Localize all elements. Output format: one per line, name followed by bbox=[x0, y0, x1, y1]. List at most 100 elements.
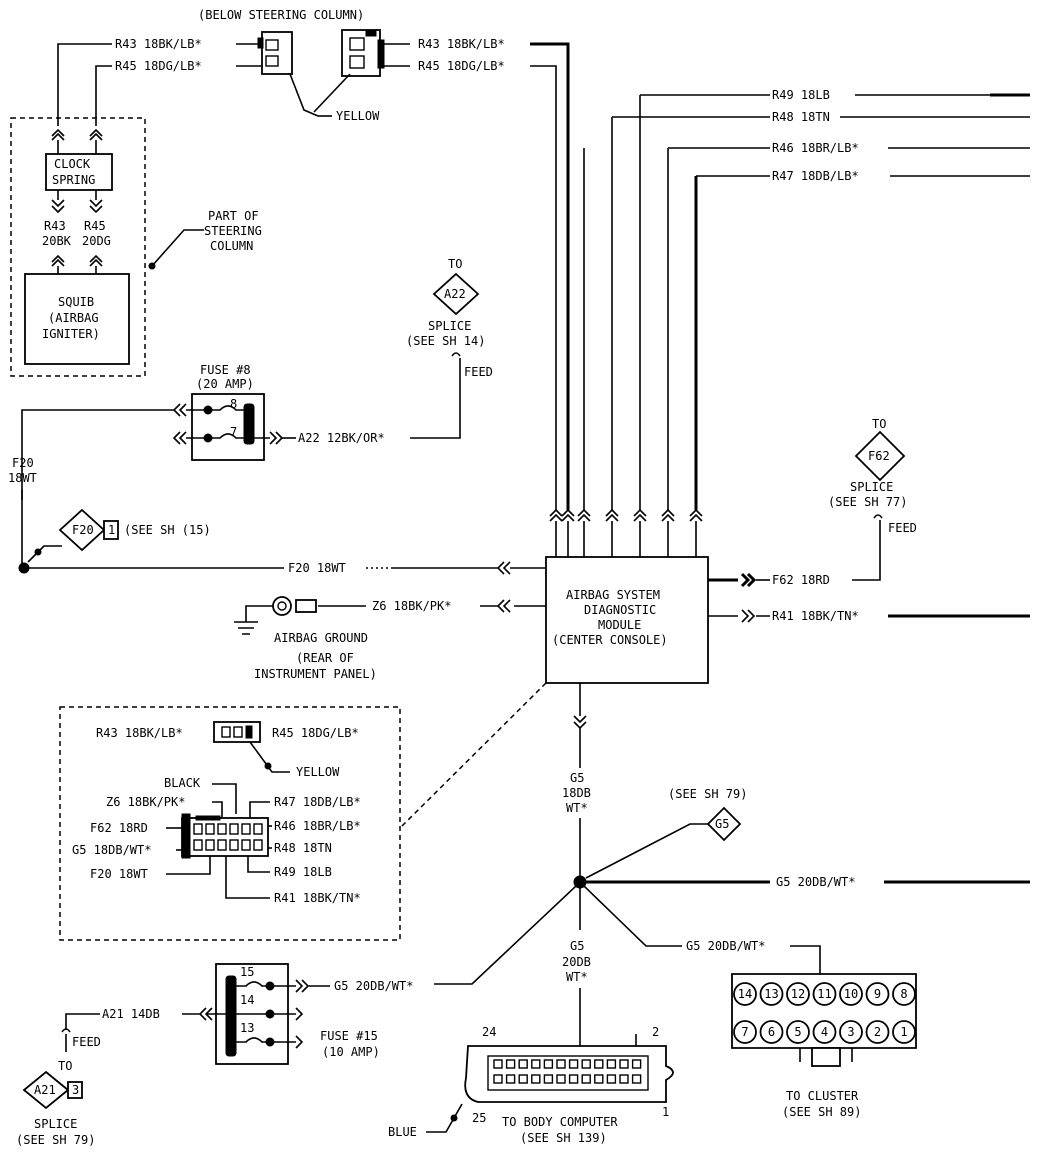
r45-20dg-a: R45 bbox=[84, 219, 106, 233]
squib-line2: (AIRBAG bbox=[48, 311, 99, 325]
bc-label-1: TO BODY COMPUTER bbox=[502, 1115, 618, 1129]
f20-vert-label-2: 18WT bbox=[8, 471, 37, 485]
body-computer-cavity bbox=[619, 1059, 629, 1069]
detail-right-r48: R48 18TN bbox=[274, 841, 332, 855]
body-computer-cavity bbox=[505, 1074, 516, 1084]
r43-20bk-a: R43 bbox=[44, 219, 66, 233]
cluster-pin bbox=[759, 982, 784, 1006]
ground-terminal bbox=[295, 599, 317, 613]
wire-label-r43-left: R43 18BK/LB* bbox=[115, 37, 202, 51]
f20-vert-label-1: F20 bbox=[12, 456, 34, 470]
detail-main-connector bbox=[181, 813, 269, 859]
splice-f62-wire: F62 18RD bbox=[772, 573, 830, 587]
bc-pin-2: 2 bbox=[652, 1025, 659, 1039]
r45-20dg-b: 20DG bbox=[82, 234, 111, 248]
cluster-pin-number: 12 bbox=[791, 987, 805, 1001]
body-computer-cavity bbox=[631, 1059, 642, 1069]
cluster-pin bbox=[839, 1020, 863, 1044]
body-computer-cavity bbox=[568, 1074, 579, 1084]
splice-f62-line1: SPLICE bbox=[850, 480, 893, 494]
splice-a21-line1: SPLICE bbox=[34, 1117, 77, 1131]
splice-a21-id: A21 bbox=[34, 1083, 56, 1097]
cluster-label-2: (SEE SH 89) bbox=[782, 1105, 861, 1119]
cluster-pin bbox=[759, 1020, 784, 1044]
body-computer-cavity bbox=[556, 1074, 566, 1084]
clock-spring-line1: CLOCK bbox=[54, 157, 91, 171]
body-computer-cavity bbox=[594, 1074, 604, 1084]
ground-location-2: INSTRUMENT PANEL) bbox=[254, 667, 377, 681]
splice-a21-to: TO bbox=[58, 1059, 72, 1073]
ground-wire-label: Z6 18BK/PK* bbox=[372, 599, 451, 613]
splice-a21-num: 3 bbox=[72, 1083, 79, 1097]
part-of-label-3: COLUMN bbox=[210, 239, 253, 253]
part-of-label-2: STEERING bbox=[204, 224, 262, 238]
detail-r45: R45 18DG/LB* bbox=[272, 726, 359, 740]
splice-a22-to: TO bbox=[448, 257, 462, 271]
detail-right-r47: R47 18DB/LB* bbox=[274, 795, 361, 809]
module-line4: (CENTER CONSOLE) bbox=[552, 633, 668, 647]
splice-f62-to: TO bbox=[872, 417, 886, 431]
wire-label-r45-left: R45 18DG/LB* bbox=[115, 59, 202, 73]
body-computer-cavity bbox=[543, 1059, 554, 1069]
g5-center-3: WT* bbox=[566, 970, 588, 984]
detail-left-z6: Z6 18BK/PK* bbox=[106, 795, 185, 809]
splice-a22-tag bbox=[432, 272, 480, 316]
cluster-pin bbox=[733, 982, 757, 1006]
body-computer-cavity bbox=[556, 1059, 566, 1069]
detail-left-f62: F62 18RD bbox=[90, 821, 148, 835]
f20-tag bbox=[58, 508, 106, 552]
body-computer-cavity bbox=[594, 1059, 604, 1069]
squib-box bbox=[24, 273, 130, 365]
cluster-pin bbox=[786, 1020, 810, 1044]
fuse15-pin15: 15 bbox=[240, 965, 254, 979]
g5-vert-2: 18DB bbox=[562, 786, 591, 800]
cluster-pin bbox=[839, 982, 863, 1006]
detail-black: BLACK bbox=[164, 776, 201, 790]
cluster-pin-number: 7 bbox=[741, 1025, 748, 1039]
wire-label-r46: R46 18BR/LB* bbox=[772, 141, 859, 155]
f20-see: (SEE SH (15) bbox=[124, 523, 211, 537]
splice-a22-feed: FEED bbox=[464, 365, 493, 379]
g5-vert-3: WT* bbox=[566, 801, 588, 815]
detail-small-connector bbox=[213, 721, 261, 743]
bc-pin-24: 24 bbox=[482, 1025, 496, 1039]
body-computer-cavity bbox=[531, 1074, 541, 1084]
body-computer-cavity bbox=[518, 1074, 528, 1084]
splice-a22-line2: (SEE SH 14) bbox=[406, 334, 485, 348]
g5-vert-1: G5 bbox=[570, 771, 584, 785]
cluster-pin-number: 10 bbox=[844, 987, 858, 1001]
steering-column-outline bbox=[10, 117, 146, 377]
top-connector-title: (BELOW STEERING COLUMN) bbox=[198, 8, 364, 22]
fuse8-pin7: 7 bbox=[230, 425, 237, 439]
fuse8-a22-wire: A22 12BK/OR* bbox=[298, 431, 385, 445]
cluster-pin-number: 11 bbox=[817, 987, 831, 1001]
body-computer-cavity bbox=[518, 1059, 528, 1069]
module-line1: AIRBAG SYSTEM bbox=[566, 588, 660, 602]
detail-left-f20: F20 18WT bbox=[90, 867, 148, 881]
airbag-diagnostic-module bbox=[545, 556, 709, 684]
bc-label-2: (SEE SH 139) bbox=[520, 1131, 607, 1145]
f20-tag-id: F20 bbox=[72, 523, 94, 537]
wire-label-r43-right: R43 18BK/LB* bbox=[418, 37, 505, 51]
fuse15-pin14: 14 bbox=[240, 993, 254, 1007]
splice-a21-feed: FEED bbox=[72, 1035, 101, 1049]
fuse15-title-1: FUSE #15 bbox=[320, 1029, 378, 1043]
squib-line3: IGNITER) bbox=[42, 327, 100, 341]
r43-20bk-b: 20BK bbox=[42, 234, 72, 248]
fuse15-g5-wire: G5 20DB/WT* bbox=[334, 979, 413, 993]
detail-right-r49: R49 18LB bbox=[274, 865, 332, 879]
body-computer-cavity bbox=[505, 1059, 516, 1069]
body-computer-cavity bbox=[606, 1059, 617, 1069]
body-computer-cavity bbox=[493, 1074, 503, 1084]
cluster-pin-number: 2 bbox=[874, 1025, 881, 1039]
g5-ref-tag bbox=[706, 806, 742, 842]
splice-a21-line2: (SEE SH 79) bbox=[16, 1133, 95, 1147]
splice-a22-id: A22 bbox=[444, 287, 466, 301]
f20-splice-point bbox=[18, 562, 30, 574]
body-computer-connector bbox=[464, 1045, 674, 1103]
squib-line1: SQUIB bbox=[58, 295, 94, 309]
splice-f62-feed: FEED bbox=[888, 521, 917, 535]
cluster-pin-number: 1 bbox=[900, 1025, 907, 1039]
detail-right-r41: R41 18BK/TN* bbox=[274, 891, 361, 905]
